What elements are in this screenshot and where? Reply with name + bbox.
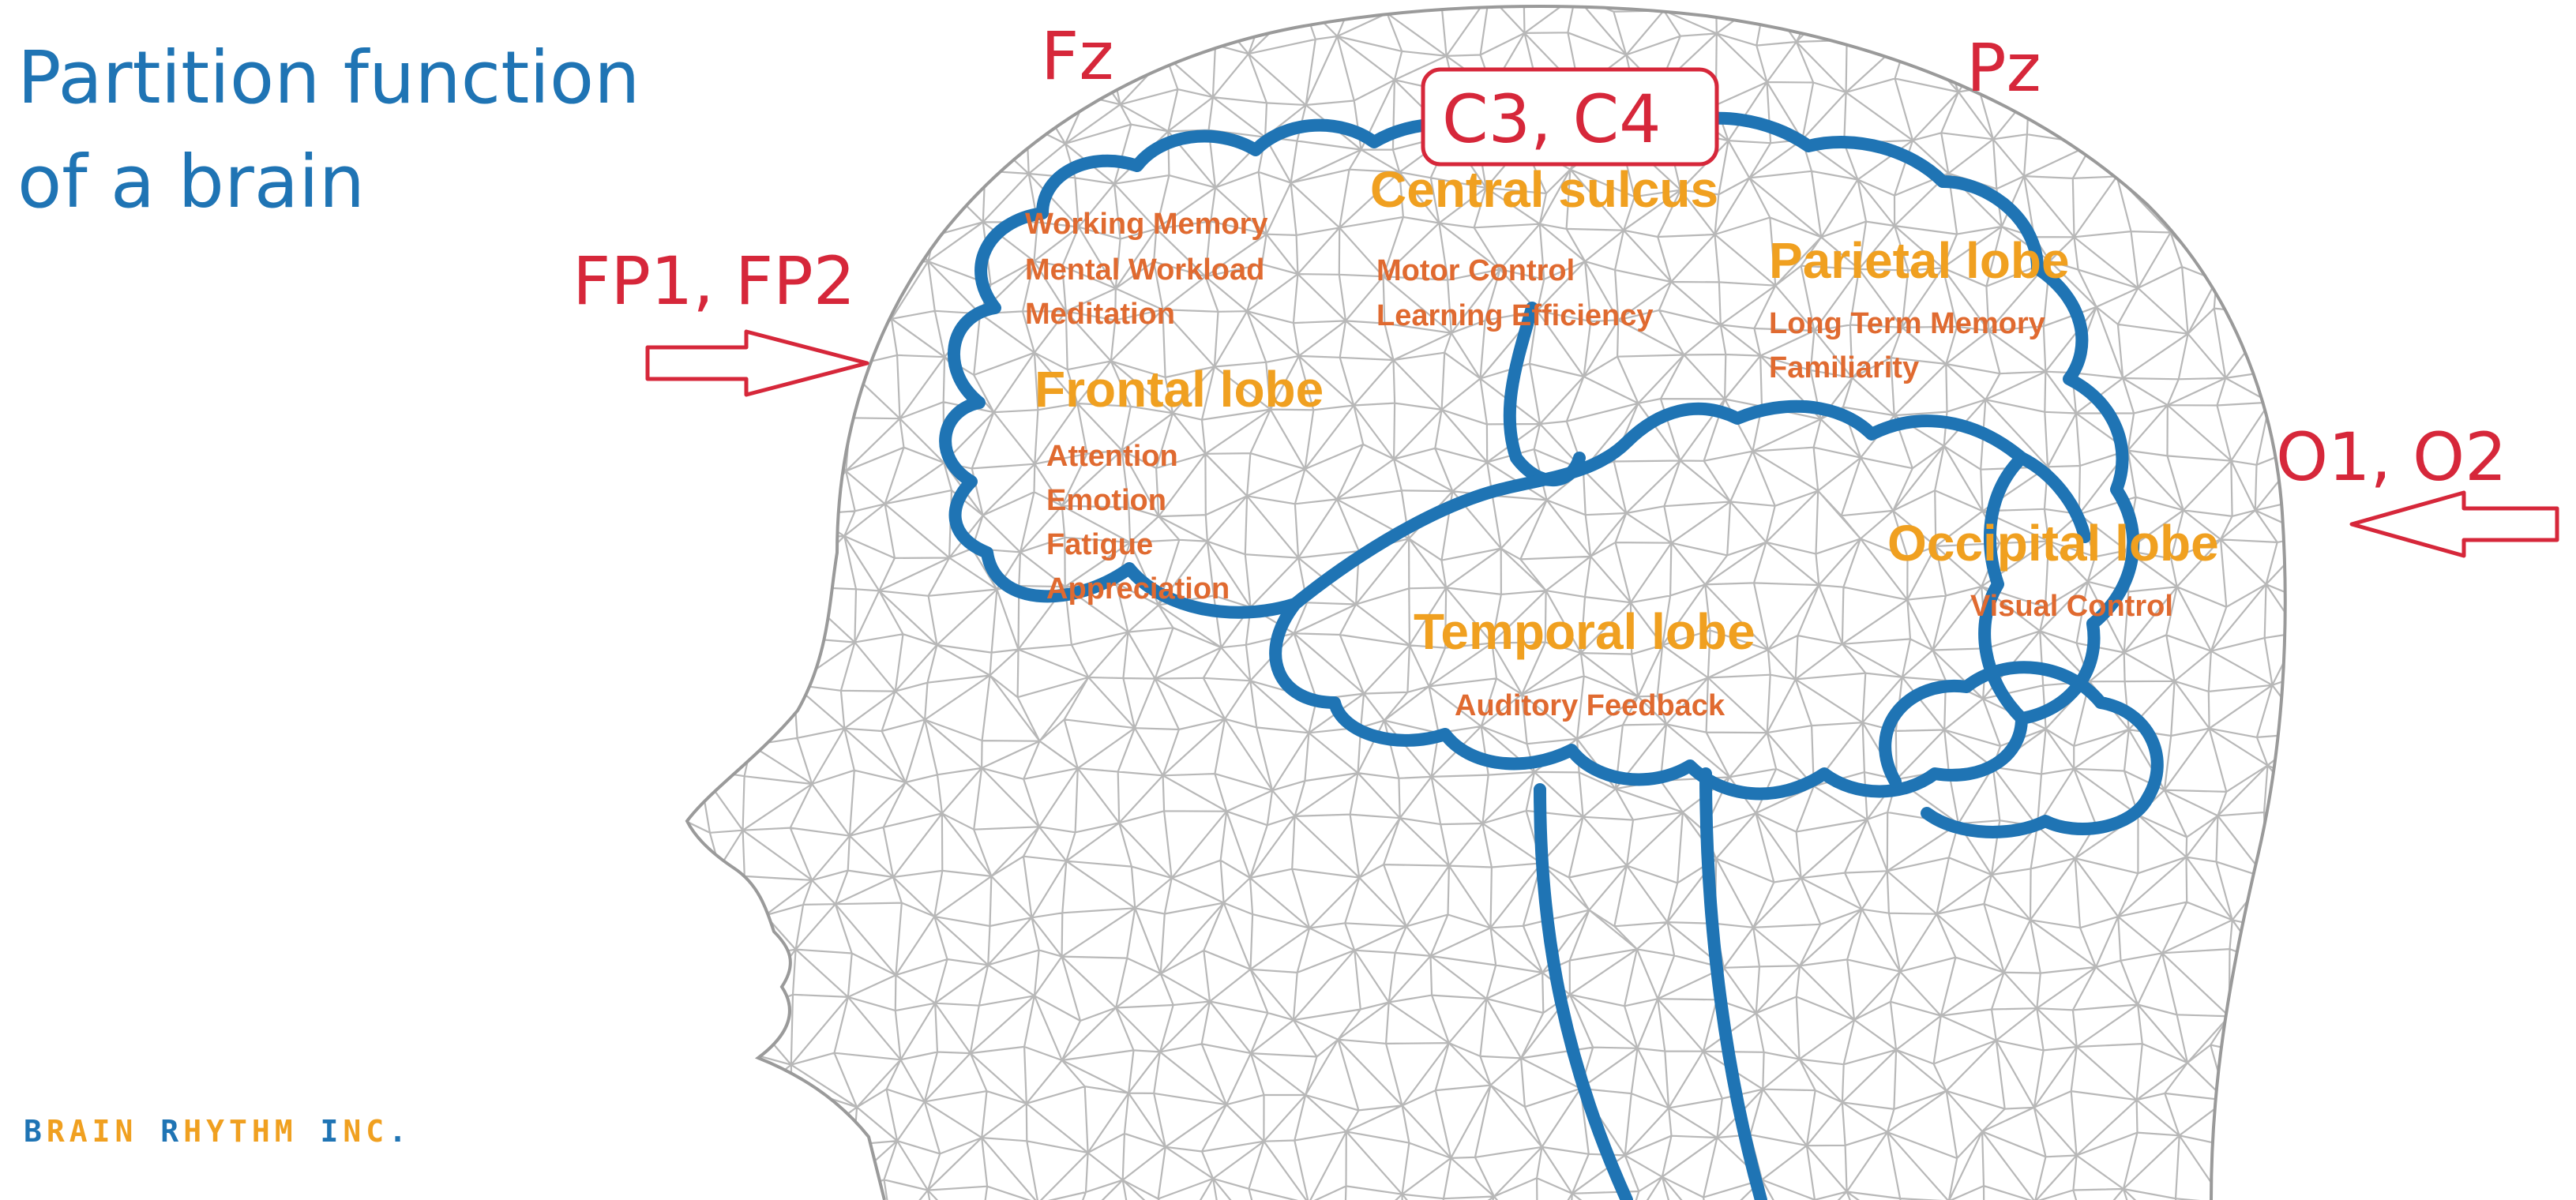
electrode-o1o2-label: O1, O2 bbox=[2276, 418, 2507, 496]
frontal-function-appreciation: Appreciation bbox=[1046, 572, 1230, 606]
cerebellum-outline bbox=[1879, 661, 2164, 838]
occipital-function-visual-control: Visual Control bbox=[1970, 590, 2173, 623]
brand-r: R bbox=[160, 1114, 183, 1149]
parietal-lobe-name: Parietal lobe bbox=[1769, 232, 2070, 289]
frontal-function-emotion: Emotion bbox=[1046, 484, 1166, 517]
brainstem-left bbox=[1534, 783, 1633, 1200]
brand-logo: BRAIN RHYTHM INC. bbox=[24, 1114, 411, 1149]
sylvian-fissure-line bbox=[1289, 399, 2091, 610]
electrode-c3c4-label: C3, C4 bbox=[1442, 81, 1662, 158]
electrode-fp1fp2-label: FP1, FP2 bbox=[573, 242, 855, 320]
frontal-lobe-name: Frontal lobe bbox=[1035, 361, 1324, 418]
occipital-lobe-name: Occipital lobe bbox=[1887, 515, 2219, 572]
brand-hythm: HYTHM bbox=[183, 1114, 297, 1149]
brain-outline bbox=[939, 111, 2164, 1200]
brand-dot: . bbox=[389, 1114, 411, 1149]
frontal-function-meditation: Meditation bbox=[1025, 298, 1175, 331]
frontal-function-working-memory: Working Memory bbox=[1025, 208, 1268, 241]
parietal-function-long-term-memory: Long Term Memory bbox=[1769, 307, 2045, 340]
frontal-function-mental-workload: Mental Workload bbox=[1025, 253, 1264, 287]
parietal-function-familiarity: Familiarity bbox=[1769, 351, 1919, 384]
page-title-line2: of a brain bbox=[17, 140, 365, 224]
page-title-line1: Partition function bbox=[17, 36, 640, 120]
arrow-right-outline-icon bbox=[645, 329, 869, 397]
central-sulcus-name: Central sulcus bbox=[1370, 161, 1718, 218]
electrode-c3c4-box bbox=[1421, 67, 1719, 167]
brand-i: I bbox=[320, 1114, 343, 1149]
brand-b: B bbox=[24, 1114, 47, 1149]
central-function-learning-efficiency: Learning Efficiency bbox=[1376, 299, 1654, 332]
temporal-lobe-name: Temporal lobe bbox=[1414, 603, 1756, 660]
frontal-function-fatigue: Fatigue bbox=[1046, 528, 1153, 561]
head-outline bbox=[685, 5, 2287, 1200]
temporal-function-auditory-feedback: Auditory Feedback bbox=[1455, 689, 1725, 722]
electrode-pz-label: Pz bbox=[1966, 29, 2041, 107]
electrode-fz-label: Fz bbox=[1041, 17, 1113, 95]
arrow-left-outline-icon bbox=[2349, 490, 2559, 558]
frontal-function-attention: Attention bbox=[1046, 440, 1178, 473]
brand-rain: RAIN bbox=[47, 1114, 138, 1149]
brand-nc: NC bbox=[343, 1114, 389, 1149]
temporal-occipital-line bbox=[1978, 452, 2028, 725]
brainstem-right bbox=[1699, 767, 1767, 1200]
central-function-motor-control: Motor Control bbox=[1376, 254, 1575, 287]
cerebrum-outline bbox=[939, 111, 2140, 801]
